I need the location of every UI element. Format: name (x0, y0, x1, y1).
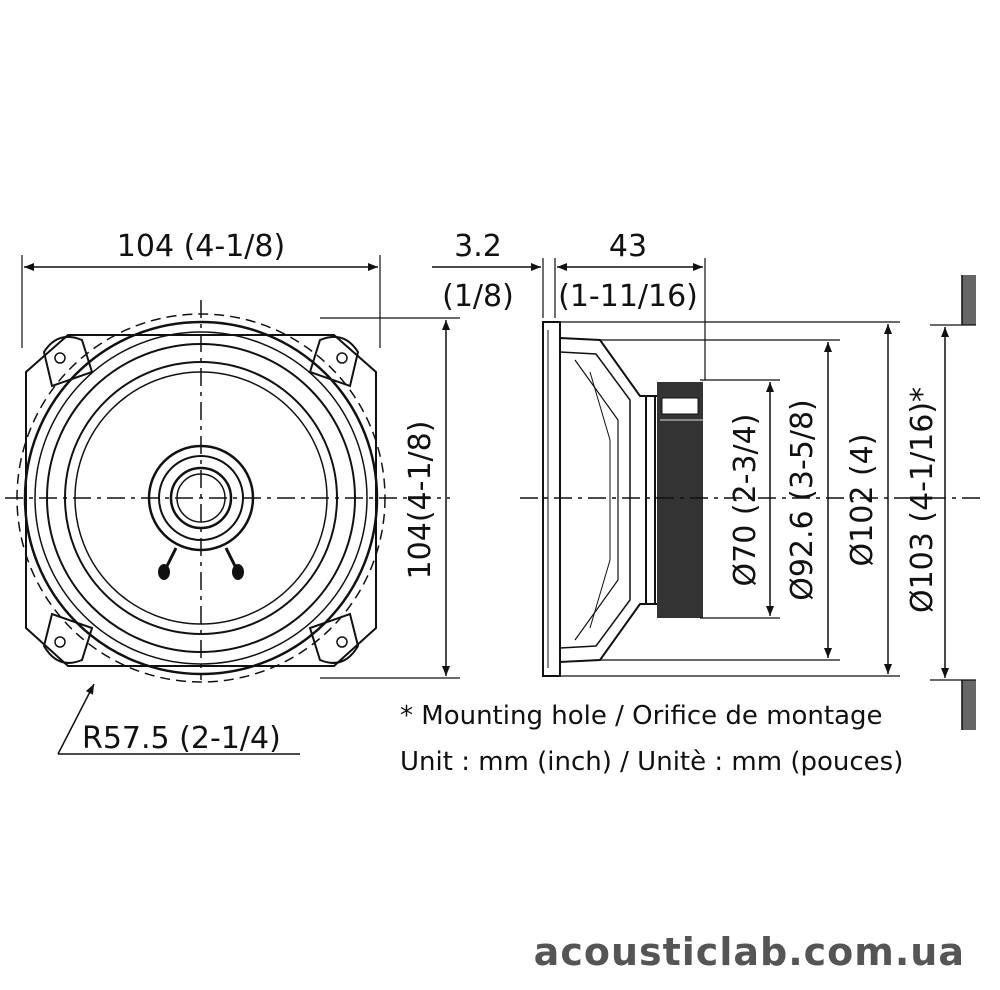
diameter-92-label: Ø92.6 (3-5/8) (785, 399, 820, 601)
depth-label-bottom: (1-11/16) (558, 279, 698, 314)
watermark: acousticlab.com.ua (534, 930, 965, 974)
mounting-hole-note: * Mounting hole / Orifice de montage (400, 701, 883, 731)
diameter-103-label: Ø103 (4-1/16)* (905, 387, 940, 613)
speaker-profile (542, 321, 703, 677)
side-view: 3.2 (1/8) 43 (1-11/16) Ø70 (2-3/4) (432, 229, 980, 730)
magnet (657, 382, 703, 618)
height-label: 104(4-1/8) (403, 421, 438, 580)
radius-leader (57, 683, 95, 755)
terminals (158, 547, 244, 580)
width-label: 104 (4-1/8) (117, 229, 285, 264)
diameter-102-label: Ø102 (4) (845, 434, 880, 567)
mounting-panel (961, 275, 976, 730)
front-view: 104 (4-1/8) 104(4-1/8) R57.5 (2-1/4) (5, 229, 460, 756)
diameter-70-label: Ø70 (2-3/4) (728, 414, 763, 587)
radius-label: R57.5 (2-1/4) (82, 721, 281, 756)
unit-note: Unit : mm (inch) / Unitè : mm (pouces) (400, 747, 903, 777)
depth-label-top: 43 (609, 229, 647, 264)
flange-label-top: 3.2 (454, 229, 502, 264)
flange-label-bottom: (1/8) (442, 279, 514, 314)
